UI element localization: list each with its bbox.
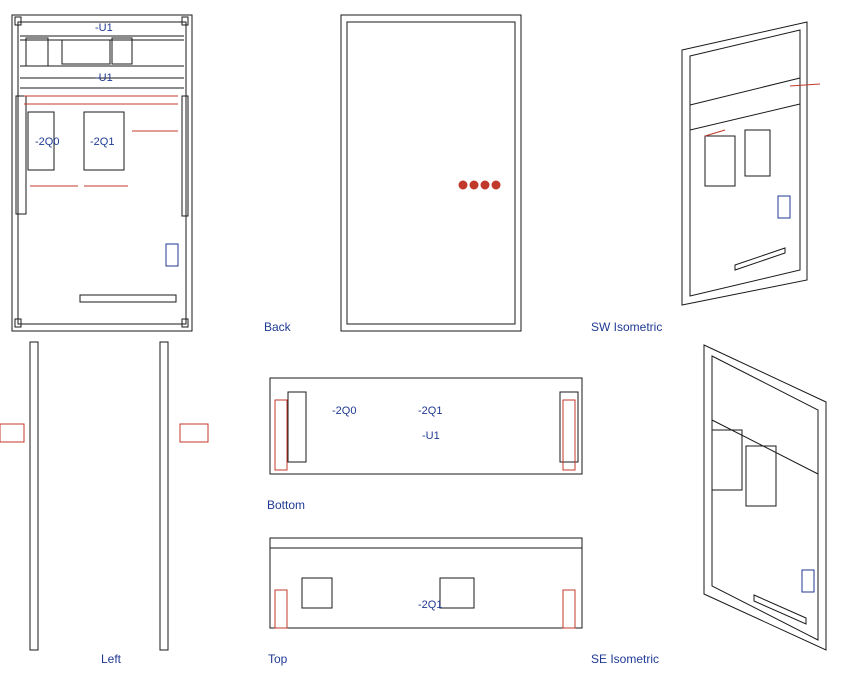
view-label-bottom: Bottom	[267, 498, 306, 512]
se-iso-contactor-b	[745, 445, 777, 507]
left-side-profile-b	[159, 341, 169, 651]
bottom-view-component-b	[559, 391, 579, 463]
left-view	[0, 341, 209, 651]
front-corner-tr	[181, 16, 189, 26]
bottom-view	[269, 377, 583, 475]
contactor-q1	[83, 111, 125, 171]
tag-q0-front: -2Q0	[35, 136, 59, 148]
bottom-rail	[79, 294, 177, 303]
se-isometric-view	[703, 344, 827, 651]
tag-q1-top: -2Q1	[418, 599, 442, 611]
front-view	[11, 14, 193, 332]
front-connector	[165, 243, 179, 267]
top-view-component-a	[301, 577, 333, 609]
left-side-profile-a	[29, 341, 39, 651]
view-label-sw-isometric: SW Isometric	[591, 320, 663, 334]
back-view	[340, 14, 522, 332]
view-label-left: Left	[101, 652, 122, 666]
tag-q1-front: -2Q1	[90, 136, 114, 148]
top-view-component-b	[439, 577, 475, 609]
view-label-se-isometric: SE Isometric	[591, 652, 660, 666]
view-label-top: Top	[268, 652, 288, 666]
se-iso-panel	[703, 344, 827, 651]
tag-u1-bottom: -U1	[422, 430, 440, 442]
top-view-frame	[269, 537, 583, 629]
se-iso-rail	[753, 594, 807, 625]
terminal-block-a	[25, 37, 49, 67]
front-corner-tl	[14, 16, 22, 26]
back-panel-outline	[340, 14, 522, 332]
tag-q1-bottom: -2Q1	[418, 405, 442, 417]
back-components-red	[458, 180, 501, 190]
back-panel-inner	[346, 21, 516, 325]
front-components-red	[30, 130, 178, 187]
se-iso-contactor-a	[711, 429, 743, 491]
tag-u1-front-duct: -U1	[95, 72, 113, 84]
front-panel-outline	[11, 14, 193, 332]
cable-duct-right	[181, 95, 189, 217]
sw-iso-connector	[777, 195, 791, 219]
bottom-view-component-a	[287, 391, 307, 463]
sw-iso-rail	[734, 247, 786, 271]
bottom-view-frame	[269, 377, 583, 475]
sw-isometric-view	[681, 21, 821, 306]
cable-duct-left	[15, 95, 27, 215]
contactor-q0	[27, 111, 55, 171]
sw-iso-contactor-b	[744, 129, 771, 177]
se-iso-connector	[801, 569, 815, 593]
terminal-block-c	[111, 37, 133, 65]
left-components-red	[0, 423, 209, 443]
front-corner-br	[181, 318, 189, 328]
front-corner-bl	[14, 318, 22, 328]
bottom-components-red	[274, 399, 576, 471]
front-panel-inner	[17, 21, 187, 325]
component-tags: -U1 -U1 -2Q0 -2Q1 -2Q0 -2Q1 -U1 -2Q1	[35, 22, 442, 611]
tag-u1-front: -U1	[95, 22, 113, 34]
sw-iso-components-red	[704, 83, 821, 137]
view-label-back: Back	[264, 320, 291, 334]
top-view	[269, 537, 583, 629]
terminal-block-b	[61, 39, 111, 65]
sw-iso-contactor-a	[704, 135, 736, 187]
sw-iso-panel	[681, 21, 808, 306]
top-components-red	[274, 589, 576, 629]
tag-q0-bottom: -2Q0	[332, 405, 356, 417]
